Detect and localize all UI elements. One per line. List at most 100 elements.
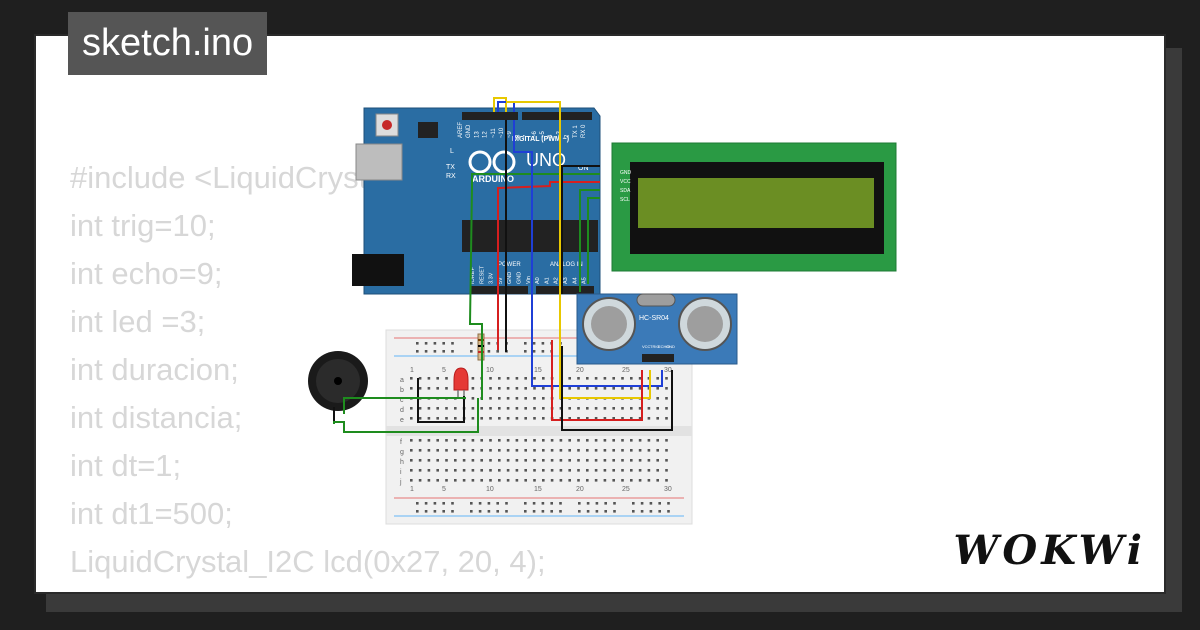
breadboard-hole bbox=[410, 469, 413, 472]
sensor-pin-label: TRIG bbox=[650, 344, 660, 349]
breadboard-hole bbox=[630, 417, 633, 420]
breadboard-hole bbox=[568, 469, 571, 472]
breadboard-hole bbox=[656, 459, 659, 462]
breadboard-hole bbox=[498, 469, 501, 472]
uno-pin-label: Vin bbox=[526, 276, 532, 284]
breadboard-hole bbox=[533, 407, 536, 410]
wire-black-led-gnd bbox=[417, 378, 465, 423]
breadboard-hole bbox=[418, 439, 422, 442]
breadboard-hole bbox=[647, 469, 651, 472]
breadboard-hole bbox=[524, 479, 527, 482]
breadboard-hole bbox=[470, 502, 473, 505]
breadboard-hole bbox=[524, 449, 527, 452]
wires bbox=[333, 97, 673, 433]
breadboard-hole bbox=[577, 449, 580, 452]
breadboard-hole bbox=[577, 459, 580, 462]
lcd-pin-label: SCL bbox=[620, 197, 630, 203]
breadboard-hole bbox=[442, 342, 445, 345]
red-led bbox=[453, 367, 469, 398]
breadboard-hole bbox=[542, 439, 545, 442]
breadboard-hole bbox=[594, 377, 598, 380]
breadboard-hole bbox=[416, 350, 419, 353]
breadboard-hole bbox=[577, 387, 580, 390]
bb-col-number: 1 bbox=[410, 367, 414, 374]
breadboard-hole bbox=[586, 510, 590, 513]
breadboard-hole bbox=[470, 350, 473, 353]
bb-col-number: 25 bbox=[622, 486, 630, 493]
breadboard-hole bbox=[559, 417, 563, 420]
breadboard-hole bbox=[621, 459, 624, 462]
wire-black-gnd-lcd bbox=[561, 165, 600, 294]
breadboard-hole bbox=[418, 469, 422, 472]
breadboard-hole bbox=[480, 417, 483, 420]
breadboard-hole bbox=[638, 407, 642, 410]
breadboard-hole bbox=[550, 449, 554, 452]
breadboard-hole bbox=[595, 502, 599, 505]
circuit-diagram: 1 5 10 15 20 25 30 1 5 10 15 20 25 30 a … bbox=[308, 97, 897, 525]
breadboard-hole bbox=[612, 377, 615, 380]
breadboard-hole bbox=[647, 417, 651, 420]
uno-pin-label: ~9 bbox=[507, 130, 513, 138]
breadboard-hole bbox=[594, 479, 598, 482]
buzzer bbox=[308, 351, 368, 424]
breadboard-hole bbox=[612, 459, 615, 462]
breadboard-hole bbox=[480, 479, 483, 482]
wire-yellow-trig-run bbox=[506, 101, 651, 399]
bb-row-letter: e bbox=[400, 417, 404, 424]
breadboard-hole bbox=[578, 510, 581, 513]
wire-green-led bbox=[468, 173, 600, 400]
breadboard-hole bbox=[436, 469, 439, 472]
code-preview: #include <LiquidCrystal_I2C.h>int trig=1… bbox=[70, 154, 546, 592]
uno-pin-label: TX 1 bbox=[573, 125, 579, 138]
breadboard-hole bbox=[427, 439, 431, 442]
breadboard-hole bbox=[665, 469, 668, 472]
bb-col-number: 10 bbox=[486, 367, 494, 374]
breadboard-hole bbox=[647, 377, 651, 380]
breadboard-hole bbox=[454, 407, 457, 410]
breadboard-hole bbox=[445, 449, 448, 452]
breadboard-hole bbox=[427, 459, 431, 462]
breadboard-hole bbox=[436, 459, 439, 462]
tx-label: TX bbox=[446, 164, 455, 171]
breadboard-hole bbox=[471, 407, 475, 410]
breadboard-hole bbox=[612, 469, 615, 472]
breadboard-hole bbox=[630, 439, 633, 442]
breadboard-hole bbox=[515, 439, 519, 442]
breadboard-hole bbox=[478, 502, 482, 505]
breadboard-hole bbox=[498, 479, 501, 482]
breadboard-hole bbox=[462, 449, 466, 452]
code-line: int echo=9; bbox=[70, 256, 223, 291]
breadboard-hole bbox=[471, 469, 475, 472]
breadboard-hole bbox=[640, 502, 644, 505]
breadboard-hole bbox=[506, 397, 510, 400]
breadboard-hole bbox=[550, 510, 553, 513]
breadboard-hole bbox=[656, 377, 659, 380]
uno-pin-label: GND bbox=[517, 272, 523, 284]
breadboard-hole bbox=[647, 407, 651, 410]
breadboard-hole bbox=[410, 407, 413, 410]
bb-col-number: 1 bbox=[410, 486, 414, 493]
bb-row-letter: i bbox=[400, 469, 402, 476]
breadboard-hole bbox=[568, 439, 571, 442]
breadboard-hole bbox=[506, 407, 510, 410]
wokwi-logo: WOKWi bbox=[953, 527, 1146, 574]
breadboard-hole bbox=[665, 479, 668, 482]
code-line: int trig=10; bbox=[70, 208, 216, 243]
breadboard-hole bbox=[630, 479, 633, 482]
breadboard-hole bbox=[506, 417, 510, 420]
uno-pin-label: 3.3V bbox=[489, 272, 495, 284]
breadboard-hole bbox=[416, 502, 419, 505]
breadboard-hole bbox=[603, 407, 607, 410]
breadboard-hole bbox=[445, 377, 448, 380]
breadboard-hole bbox=[667, 502, 670, 505]
bb-col-number: 30 bbox=[664, 486, 672, 493]
breadboard-hole bbox=[480, 449, 483, 452]
breadboard-hole bbox=[424, 502, 428, 505]
breadboard-hole bbox=[647, 449, 651, 452]
breadboard-hole bbox=[471, 459, 475, 462]
breadboard-hole bbox=[541, 502, 545, 505]
breadboard-hole bbox=[498, 459, 501, 462]
project-card[interactable]: #include <LiquidCrystal_I2C.h>int trig=1… bbox=[34, 34, 1166, 594]
breadboard-hole bbox=[410, 459, 413, 462]
breadboard-hole bbox=[515, 407, 519, 410]
